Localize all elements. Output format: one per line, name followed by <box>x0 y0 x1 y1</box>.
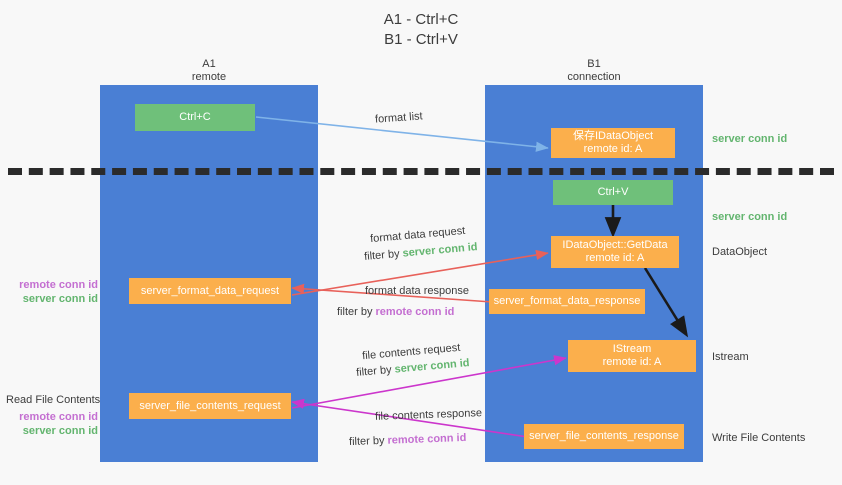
node-server-file-contents-request-label: server_file_contents_request <box>139 399 281 412</box>
side-label-dataobject-text: DataObject <box>712 246 768 258</box>
filter-by-label-1: filter by <box>363 247 404 263</box>
title-line-1: A1 - Ctrl+C <box>383 11 459 28</box>
lane-a1-sub: remote <box>191 71 227 83</box>
lane-b1-sub: connection <box>567 71 621 83</box>
node-server-file-contents-response-label: server_file_contents_response <box>529 430 679 442</box>
side-label-server-conn-id-3: server conn id <box>22 293 98 305</box>
node-idataobject-getdata-line1: IDataObject::GetData <box>562 239 668 251</box>
filter-value-server-conn-id-1: server conn id <box>402 241 479 260</box>
phase-divider <box>8 168 834 175</box>
node-ctrl-c-label: Ctrl+C <box>179 111 211 123</box>
lane-b1-name: B1 <box>587 58 601 70</box>
node-save-idataobject[interactable]: 保存IDataObject remote id: A <box>551 128 675 158</box>
side-label-istream: Istream <box>712 350 749 364</box>
node-server-file-contents-request[interactable]: server_file_contents_request <box>129 393 291 419</box>
node-save-idataobject-line2: remote id: A <box>583 143 643 155</box>
node-idataobject-getdata[interactable]: IDataObject::GetData remote id: A <box>551 236 679 268</box>
node-ctrl-v[interactable]: Ctrl+V <box>553 180 673 205</box>
filter-value-server-conn-id-2: server conn id <box>394 357 471 376</box>
node-save-idataobject-line1: 保存IDataObject <box>572 130 654 142</box>
side-label-conn-ids-middle: remote conn id server conn id <box>10 278 98 306</box>
node-ctrl-c[interactable]: Ctrl+C <box>135 104 255 131</box>
filter-by-label-3: filter by <box>355 363 396 379</box>
node-istream-line2: remote id: A <box>602 356 662 368</box>
side-label-dataobject: DataObject <box>712 245 767 259</box>
side-label-remote-conn-id-2: remote conn id <box>19 411 98 423</box>
node-server-format-data-response-label: server_format_data_response <box>493 295 641 307</box>
side-label-server-conn-id-top-text: server conn id <box>712 133 788 145</box>
lane-a1-name: A1 <box>202 58 216 70</box>
side-label-read-file-contents-text: Read File Contents <box>6 394 101 406</box>
caption-format-data-response-filter: filter by remote conn id <box>337 305 454 319</box>
diagram-title: A1 - Ctrl+C B1 - Ctrl+V <box>0 10 842 50</box>
lane-header-a1: A1 remote <box>100 58 318 84</box>
caption-format-list: format list <box>375 109 424 126</box>
filter-value-remote-conn-id-1: remote conn id <box>375 306 455 318</box>
side-label-read-file-contents: Read File Contents <box>6 393 100 407</box>
node-idataobject-getdata-line2: remote id: A <box>585 252 645 264</box>
filter-value-remote-conn-id-2: remote conn id <box>387 431 467 447</box>
filter-by-label-4: filter by <box>348 434 388 449</box>
side-label-server-conn-id-second: server conn id <box>712 210 787 224</box>
node-istream-line1: IStream <box>612 343 652 355</box>
side-label-istream-text: Istream <box>712 351 749 363</box>
lane-header-b1: B1 connection <box>485 58 703 84</box>
caption-format-data-response: format data response <box>365 284 469 298</box>
node-istream[interactable]: IStream remote id: A <box>568 340 696 372</box>
caption-format-list-text: format list <box>374 110 424 126</box>
node-server-format-data-response[interactable]: server_format_data_response <box>489 289 645 314</box>
side-label-remote-conn-id-1: remote conn id <box>19 279 98 291</box>
node-server-format-data-request-label: server_format_data_request <box>140 284 280 297</box>
side-label-server-conn-id-top: server conn id <box>712 132 787 146</box>
filter-by-label-2: filter by <box>337 306 376 318</box>
title-line-2: B1 - Ctrl+V <box>384 31 458 48</box>
caption-file-contents-response-text: file contents response <box>374 407 483 423</box>
side-label-conn-ids-bottom: remote conn id server conn id <box>10 410 98 438</box>
side-label-server-conn-id-4: server conn id <box>22 425 98 437</box>
side-label-write-file-contents-text: Write File Contents <box>712 432 806 444</box>
caption-format-data-response-text: format data response <box>365 285 469 297</box>
side-label-write-file-contents: Write File Contents <box>712 431 805 445</box>
node-server-file-contents-response[interactable]: server_file_contents_response <box>524 424 684 449</box>
caption-file-contents-response-filter: filter by remote conn id <box>349 431 467 449</box>
node-server-format-data-request[interactable]: server_format_data_request <box>129 278 291 304</box>
caption-file-contents-response: file contents response <box>375 406 482 424</box>
side-label-server-conn-id-second-text: server conn id <box>712 211 788 223</box>
node-ctrl-v-label: Ctrl+V <box>597 186 629 198</box>
